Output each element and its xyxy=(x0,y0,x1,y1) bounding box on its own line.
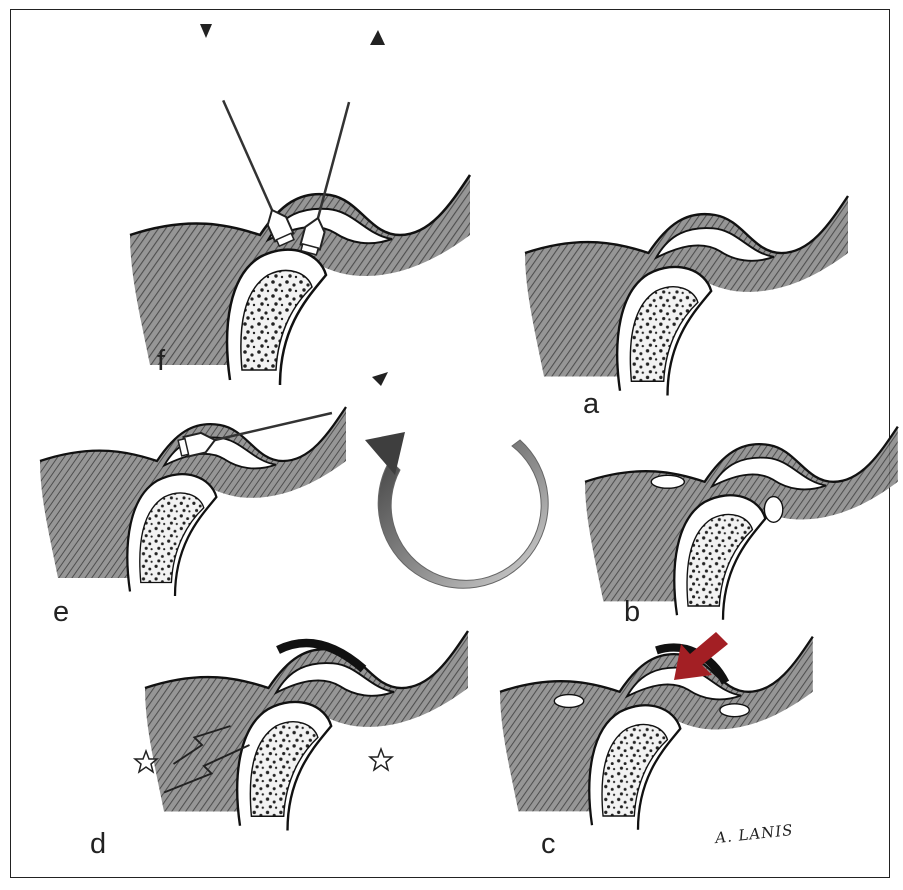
panel-a-joint xyxy=(525,196,848,396)
cycle-arrow-icon xyxy=(365,432,548,588)
arrow-small-icon xyxy=(370,30,385,45)
panel-a-label: a xyxy=(583,390,599,419)
arrow-small-icon xyxy=(372,372,388,386)
panel-b-joint xyxy=(585,427,898,620)
panel-e-label: e xyxy=(53,598,69,627)
panel-d-joint xyxy=(145,631,468,831)
star-icon xyxy=(370,749,392,770)
arrow-small-icon xyxy=(200,24,212,38)
panel-f-joint xyxy=(130,175,470,385)
panel-c-label: c xyxy=(541,830,556,859)
panel-d-label: d xyxy=(90,830,106,859)
panel-c-joint xyxy=(500,637,813,830)
panel-b-label: b xyxy=(624,598,640,627)
needle-icon xyxy=(214,96,296,247)
panel-f-label: f xyxy=(157,347,165,376)
